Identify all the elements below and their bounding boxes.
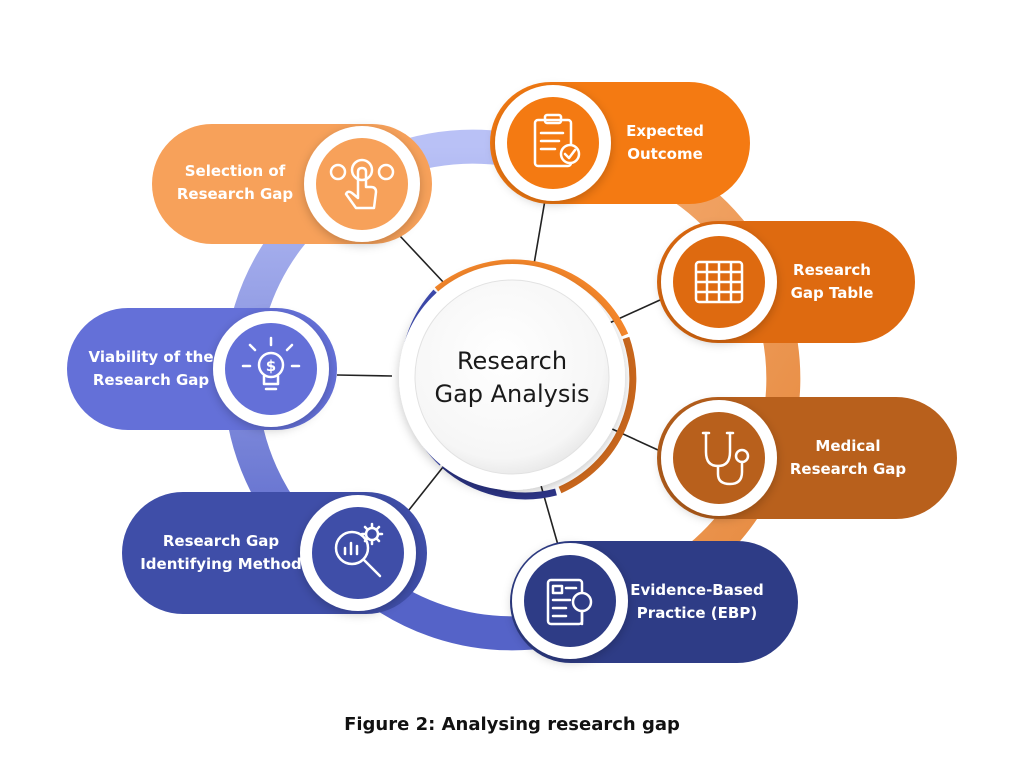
node-research-gap-identifying-method: Research Gap Identifying Method [122, 492, 427, 614]
node-label-line2: Gap Table [791, 284, 874, 302]
node-label-line2: Outcome [627, 145, 703, 163]
node-medical-research-gap: Medical Research Gap [657, 397, 957, 519]
center-hub: Research Gap Analysis [399, 259, 637, 500]
node-label-line2: Identifying Method [140, 555, 302, 573]
node-research-gap-table: Research Gap Table [657, 221, 915, 343]
center-title-line1: Research [457, 347, 567, 375]
center-title-line2: Gap Analysis [434, 380, 589, 408]
dollar-sign: $ [266, 357, 276, 375]
analytics-gear-icon [334, 522, 384, 578]
node-label-line1: Medical [815, 437, 880, 455]
node-expected-outcome: Expected Outcome [490, 82, 750, 204]
node-label-line1: Selection of [185, 162, 286, 180]
clipboard-check-icon [533, 113, 581, 168]
node-label-line2: Research Gap [790, 460, 907, 478]
node-label-line1: Research [793, 261, 871, 279]
node-selection-of-research-gap: Selection of Research Gap [152, 124, 432, 244]
node-label-line2: Practice (EBP) [637, 604, 757, 622]
table-grid-icon [694, 260, 744, 304]
document-search-icon [546, 578, 593, 626]
node-label-line1: Research Gap [163, 532, 280, 550]
node-label-line1: Expected [626, 122, 704, 140]
node-label-line2: Research Gap [177, 185, 294, 203]
node-label-line2: Research Gap [93, 371, 210, 389]
dollar-bulb-icon [241, 336, 301, 391]
node-evidence-based-practice: Evidence-Based Practice (EBP) [510, 541, 798, 663]
touch-click-icon [329, 158, 395, 210]
node-label-line1: Viability of the [88, 348, 213, 366]
node-label-line1: Evidence-Based [630, 581, 763, 599]
stethoscope-icon [701, 431, 750, 486]
figure-caption: Figure 2: Analysing research gap [344, 714, 680, 735]
node-viability-of-research-gap: $ Viability of the Research Gap [67, 308, 337, 430]
connector-lines [336, 199, 661, 546]
